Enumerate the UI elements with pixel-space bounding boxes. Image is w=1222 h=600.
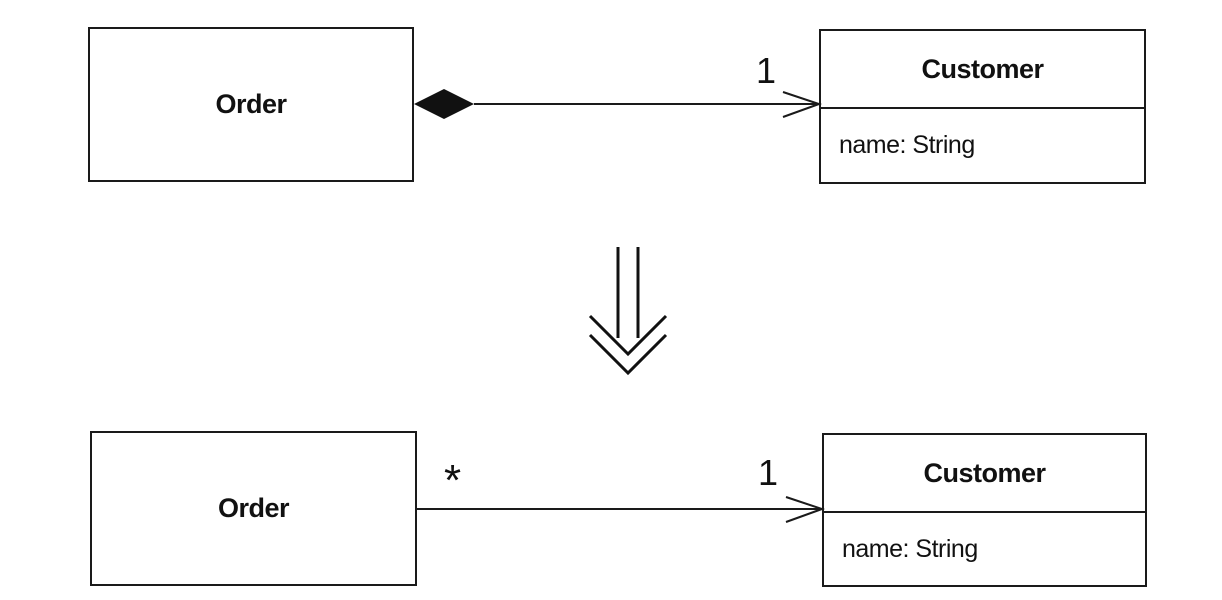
before-customer-class: Customer name: String <box>819 29 1146 184</box>
before-navigation-arrowhead-icon <box>782 91 823 118</box>
before-customer-attribute: name: String <box>839 131 975 159</box>
composition-diamond-icon <box>414 89 474 119</box>
after-customer-attribute-compartment: name: String <box>824 513 1145 585</box>
before-customer-class-name: Customer <box>921 53 1044 84</box>
after-customer-class-name: Customer <box>923 457 1046 488</box>
after-navigation-arrowhead-icon <box>785 496 826 523</box>
after-order-class-name: Order <box>217 493 290 523</box>
after-source-multiplicity: * <box>444 456 462 505</box>
after-customer-attribute: name: String <box>842 534 978 563</box>
before-customer-name-compartment: Customer <box>821 31 1144 109</box>
after-order-class: Order <box>90 431 417 586</box>
before-order-class-name: Order <box>215 89 287 119</box>
after-customer-class: Customer name: String <box>822 433 1147 587</box>
after-customer-name-compartment: Customer <box>824 435 1145 513</box>
before-order-class: Order <box>88 27 414 182</box>
before-target-multiplicity: 1 <box>756 50 777 91</box>
double-down-arrow-icon <box>588 247 668 376</box>
after-target-multiplicity: 1 <box>758 452 779 493</box>
before-customer-attribute-compartment: name: String <box>821 109 1144 182</box>
